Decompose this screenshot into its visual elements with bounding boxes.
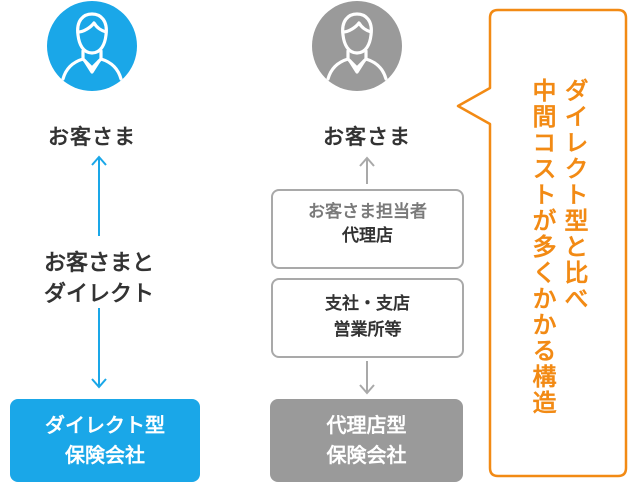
direct-insurer-box: ダイレクト型 保険会社 — [10, 399, 200, 482]
person-avatar-icon — [61, 12, 123, 81]
direct-connection-label: お客さまと ダイレクト — [19, 248, 179, 310]
branch-box-line2: 営業所等 — [333, 320, 402, 340]
agent-box-sublabel: お客さま担当者 — [308, 202, 427, 222]
person-avatar-icon — [326, 12, 388, 81]
customer-label-direct: お客さま — [48, 125, 136, 149]
direct-connection-arrow — [91, 155, 107, 389]
agent-box: お客さま担当者 代理店 — [271, 189, 464, 269]
callout-text: ダイレクト型と比べ 中間コストが多くかかる構造 — [526, 78, 590, 438]
branch-box-line1: 支社・支店 — [325, 294, 410, 314]
direct-insurer-line1: ダイレクト型 — [45, 413, 165, 437]
direct-connection-line2: ダイレクト — [43, 282, 154, 307]
agency-insurer-line2: 保険会社 — [326, 443, 407, 467]
customer-label-agency: お客さま — [323, 125, 411, 149]
agency-insurer-box: 代理店型 保険会社 — [270, 399, 463, 482]
direct-connection-line1: お客さまと — [43, 251, 154, 276]
agent-box-label: 代理店 — [342, 226, 393, 246]
callout-line2: 中間コストが多くかかる構造 — [528, 78, 556, 416]
agency-insurer-line1: 代理店型 — [326, 413, 407, 437]
customer-avatar-agency — [312, 1, 402, 91]
direct-insurer-line2: 保険会社 — [65, 443, 145, 467]
branch-office-box: 支社・支店 営業所等 — [271, 278, 464, 358]
callout-bubble — [456, 8, 628, 478]
customer-avatar-direct — [47, 1, 137, 91]
up-arrow-to-customer — [359, 156, 375, 184]
callout-line1: ダイレクト型と比べ — [560, 78, 588, 312]
down-arrow-to-insurer — [359, 361, 375, 395]
